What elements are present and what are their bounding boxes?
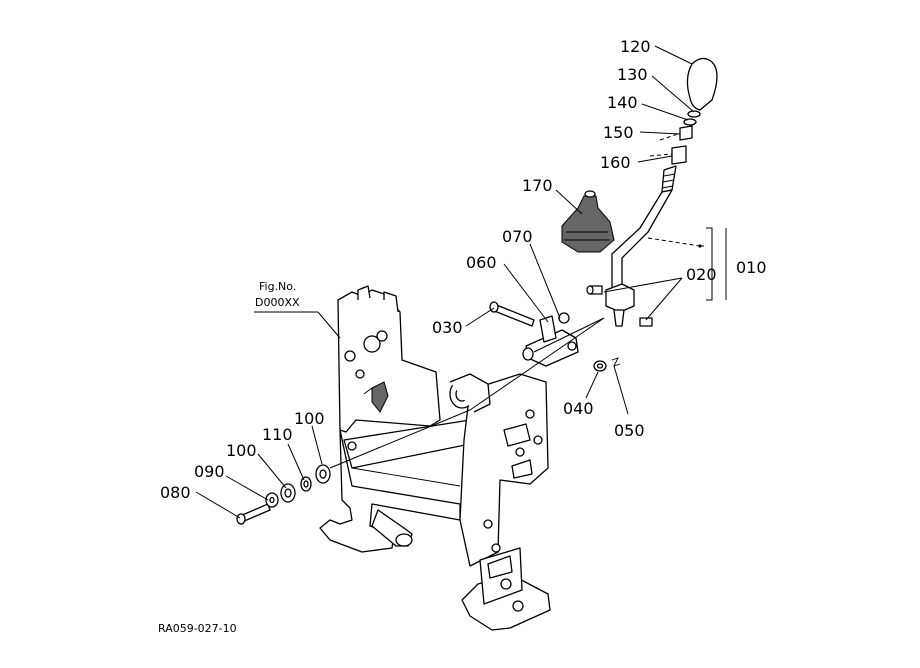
pivot-bracket bbox=[489, 301, 621, 372]
leader-lines bbox=[195, 45, 727, 519]
callout-040: 040 bbox=[563, 399, 594, 418]
callout-060: 060 bbox=[466, 253, 497, 272]
figure-ref-line2: D000XX bbox=[255, 296, 300, 309]
callout-010: 010 bbox=[736, 258, 767, 277]
callout-150: 150 bbox=[603, 123, 634, 142]
callout-100-b: 100 bbox=[294, 409, 325, 428]
callout-140: 140 bbox=[607, 93, 638, 112]
callout-170: 170 bbox=[522, 176, 553, 195]
drawing-code: RA059-027-10 bbox=[158, 622, 237, 635]
callout-120: 120 bbox=[620, 37, 651, 56]
callout-110: 110 bbox=[262, 425, 293, 444]
callout-100-a: 100 bbox=[226, 441, 257, 460]
callout-030: 030 bbox=[432, 318, 463, 337]
bolt-stack bbox=[236, 464, 331, 525]
callout-070: 070 bbox=[502, 227, 533, 246]
callout-090: 090 bbox=[194, 462, 225, 481]
frame-bracket bbox=[319, 285, 551, 631]
callout-130: 130 bbox=[617, 65, 648, 84]
figure-ref-line1: Fig.No. bbox=[259, 280, 296, 293]
callout-080: 080 bbox=[160, 483, 191, 502]
callout-160: 160 bbox=[600, 153, 631, 172]
callout-020: 020 bbox=[686, 265, 717, 284]
shift-lever bbox=[586, 57, 718, 327]
boot bbox=[561, 190, 615, 253]
callout-labels: 120 130 140 150 160 170 070 060 020 010 … bbox=[158, 37, 767, 635]
guide-lines bbox=[329, 133, 701, 469]
callout-050: 050 bbox=[614, 421, 645, 440]
